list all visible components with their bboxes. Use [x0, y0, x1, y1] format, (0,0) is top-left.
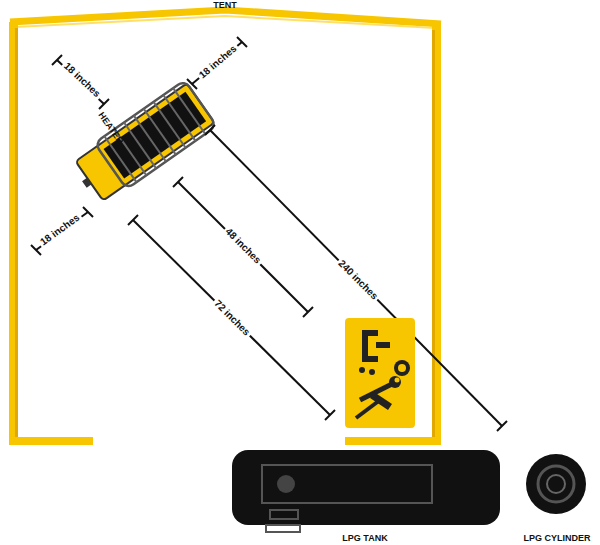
tools-box: [345, 318, 415, 428]
tank-node: LPG TANK: [225, 445, 505, 545]
node-label: TENT: [213, 0, 237, 10]
dimension-label: 18 inches: [195, 41, 241, 82]
lpg-cylinder: [526, 454, 586, 514]
dimension-label: 18 inches: [36, 211, 83, 250]
tent-node: TENT HEATER: [0, 0, 600, 450]
heater-node: HEATER: [75, 85, 215, 195]
lpg-tank: [232, 450, 500, 532]
heater-illustration: [68, 80, 216, 207]
node-label: LPG CYLINDER: [523, 533, 590, 543]
node-label: HEATER: [96, 110, 125, 146]
node-label: LPG TANK: [342, 533, 387, 543]
dimension-label: 48 inches: [221, 224, 265, 268]
dimension-label: 240 inches: [334, 256, 381, 303]
dimension-lines: [31, 37, 507, 431]
dimension-label: 72 inches: [210, 296, 254, 340]
tent-outline: [9, 10, 441, 445]
dimension-label: 18 inches: [60, 59, 104, 102]
cylinder-node: LPG CYLINDER: [516, 445, 598, 545]
